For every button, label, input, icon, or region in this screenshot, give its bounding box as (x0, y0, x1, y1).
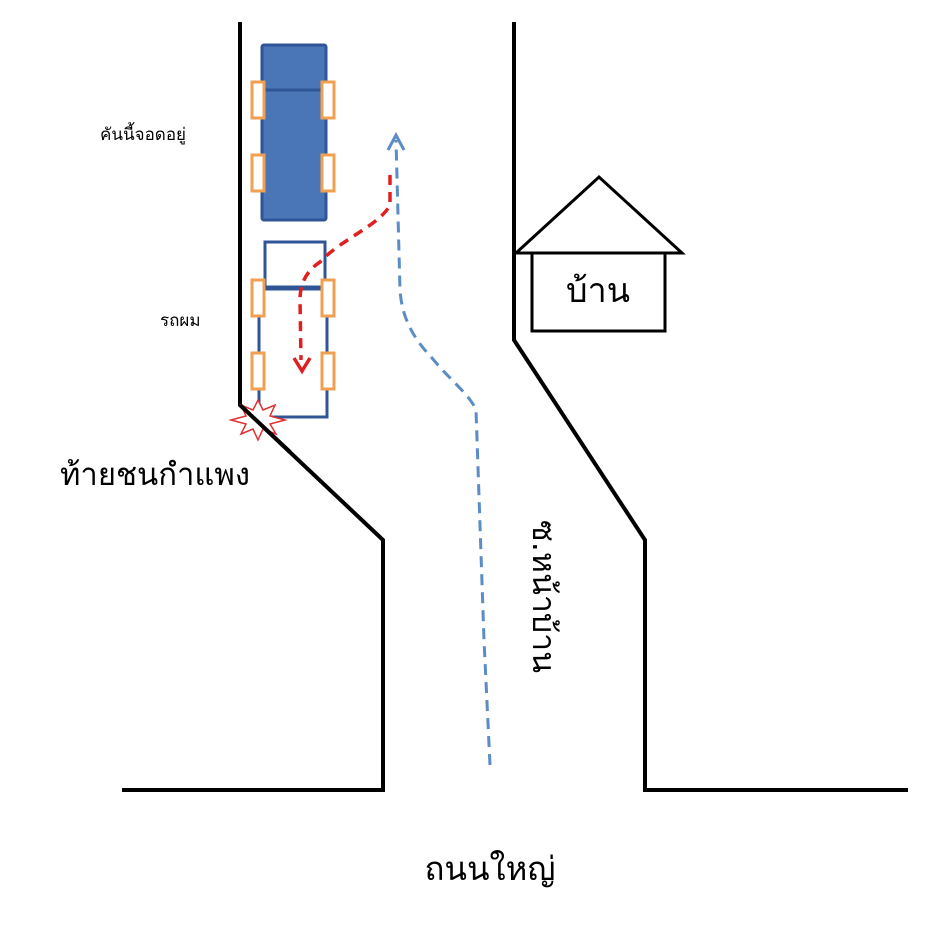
my-car (250, 240, 336, 419)
alley-label: ซ.หน้าบ้าน (525, 520, 563, 673)
my-car-label: รถผม (160, 311, 201, 331)
alley-path-arrow (386, 131, 492, 766)
parked-car-label: คันนี้จอดอยู่ (100, 122, 186, 145)
left-wall (122, 22, 385, 792)
wall-corner (238, 403, 292, 454)
right-wall (512, 22, 908, 792)
parked-car (250, 43, 336, 222)
crash-label: ท้ายชนกำแพง (60, 457, 250, 493)
house-icon (512, 174, 686, 333)
main-road-label: ถนนใหญ่ (424, 849, 555, 888)
house-label: บ้าน (566, 271, 630, 311)
my-car-path-arrow (292, 175, 392, 375)
